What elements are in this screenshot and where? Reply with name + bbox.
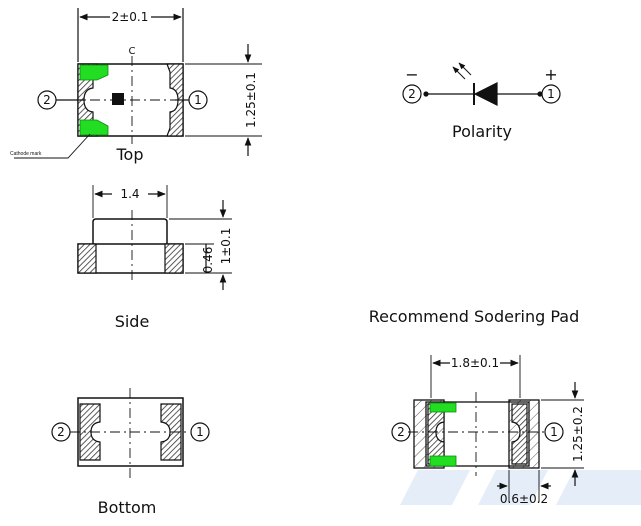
side-terminal-left [77, 243, 97, 274]
emission-arrow-1 [452, 66, 466, 80]
top-width-dimension: 2±0.1 [112, 10, 149, 24]
pad-pin-2-circle [391, 422, 411, 442]
bottom-view-caption: Bottom [98, 498, 157, 517]
led-die [112, 93, 124, 105]
bottom-pin-1-circle [190, 422, 210, 442]
pad-cathode-mark-top [429, 402, 457, 413]
top-view [14, 8, 262, 159]
polarity-pin-2-label: 2 [408, 87, 416, 101]
side-lens-outline [92, 218, 168, 244]
watermark [400, 470, 641, 505]
polarity-plus-sign: + [544, 65, 557, 84]
polarity-pin-1-circle [541, 84, 561, 104]
pad-title: Recommend Sodering Pad [369, 307, 579, 326]
top-view-caption: Top [116, 145, 144, 164]
side-base-height-dimension: 0.46 [201, 247, 215, 274]
side-total-height-dimension: 1±0.1 [219, 228, 233, 265]
pad-pin-2-label: 2 [397, 425, 405, 439]
top-pin-2-label: 2 [43, 93, 51, 107]
pad-component-outline [425, 401, 530, 467]
pad-width-dimension: 1.8±0.1 [451, 356, 499, 370]
pad-size-dimension: 0.6±0.2 [500, 492, 548, 506]
pad-height-dimension: 1.25±0.2 [571, 406, 585, 462]
emission-arrow-2 [458, 62, 472, 76]
bottom-pin-2-label: 2 [57, 425, 65, 439]
pad-layout [391, 355, 584, 502]
pad-pin-1-label: 1 [550, 425, 558, 439]
side-view-caption: Side [115, 312, 150, 331]
side-view [77, 185, 232, 290]
polarity-pin-2-circle [402, 84, 422, 104]
bottom-pin-2-circle [51, 422, 71, 442]
side-width-dimension: 1.4 [120, 187, 139, 201]
polarity-minus-sign: − [405, 65, 418, 84]
top-pin-1-label: 1 [194, 93, 202, 107]
top-height-dimension: 1.25±0.1 [244, 72, 258, 128]
bottom-view [51, 388, 210, 478]
side-terminal-right [164, 243, 184, 274]
cathode-mark-label: Cathode mark [10, 151, 42, 157]
pad-pin-1-circle [544, 422, 564, 442]
cathode-mark-top [79, 64, 109, 81]
polarity-symbol [402, 62, 561, 106]
cathode-mark-leader [14, 133, 91, 159]
pad-cathode-mark-bottom [429, 455, 457, 467]
polarity-caption: Polarity [452, 122, 512, 141]
bottom-pin-1-label: 1 [196, 425, 204, 439]
cathode-mark-bottom [79, 119, 109, 136]
polarity-pin-1-label: 1 [547, 87, 555, 101]
diode-triangle [473, 82, 498, 106]
pad-component-terminal-right [511, 403, 528, 465]
centerline-symbol: C [129, 46, 136, 57]
